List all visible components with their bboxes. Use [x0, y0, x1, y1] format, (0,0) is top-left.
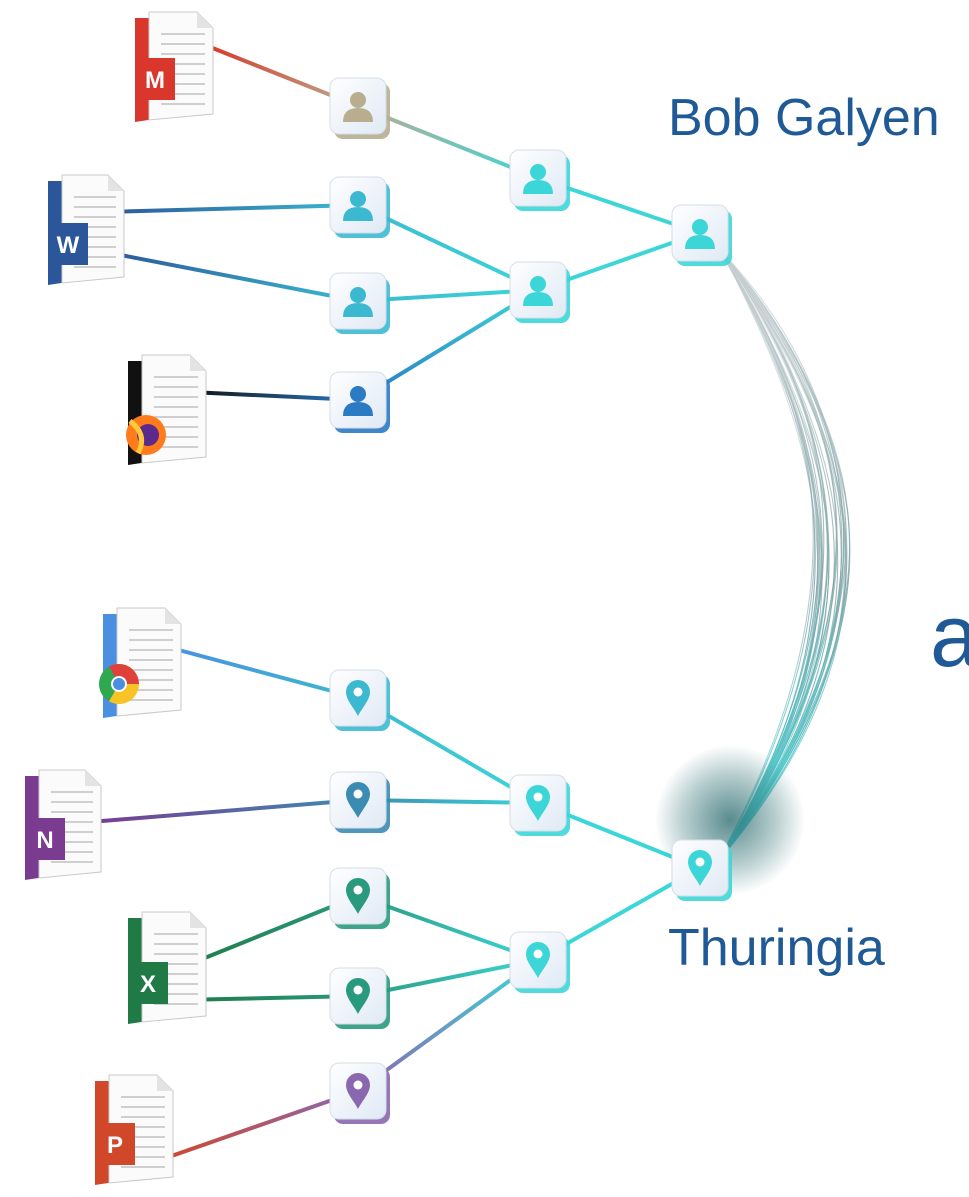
place-node [329, 669, 390, 731]
source-documents: M W N X P [25, 11, 214, 1185]
connection-line [178, 994, 360, 1002]
place-node [509, 931, 570, 993]
ribbon-strand [719, 248, 823, 858]
ribbon-strand [719, 248, 828, 858]
word-letter: W [57, 232, 80, 259]
excel-letter: X [140, 971, 156, 998]
connection-line [158, 1089, 360, 1162]
connection-line [103, 203, 360, 214]
gmail-letter: M [145, 67, 165, 94]
connection-line [103, 250, 360, 303]
place-node [329, 867, 390, 929]
person-icon [343, 386, 373, 416]
person-icon [343, 191, 373, 221]
place-node [329, 1062, 390, 1124]
connection-line [158, 643, 360, 700]
word-badge [48, 223, 88, 265]
ribbon-strand [718, 247, 835, 859]
powerpoint-icon: P [95, 1074, 174, 1185]
chrome-logo-icon [99, 664, 139, 704]
connection-ribbon [714, 244, 851, 861]
person-icon [523, 164, 553, 194]
person-node [329, 272, 390, 334]
person-node [329, 176, 390, 238]
person-node [509, 261, 570, 323]
onenote-icon: N [25, 769, 102, 880]
location-pin-icon [688, 850, 712, 886]
location-pin-icon [346, 878, 370, 914]
firefox-icon [126, 354, 207, 465]
ribbon-strand [720, 248, 830, 858]
entity-nodes [329, 77, 732, 1124]
person-icon [523, 276, 553, 306]
gmail-icon: M [135, 11, 214, 122]
powerpoint-badge [95, 1123, 135, 1165]
place-node [671, 839, 732, 901]
excel-badge [128, 962, 168, 1004]
person-entity-label: Bob Galyen [668, 89, 940, 147]
person-icon [343, 92, 373, 122]
place-node [329, 967, 390, 1029]
place-node [509, 774, 570, 836]
location-pin-icon [346, 1073, 370, 1109]
partial-text-right-edge: a [930, 586, 969, 685]
location-pin-icon [346, 782, 370, 818]
connection-line [356, 958, 540, 1093]
powerpoint-letter: P [107, 1132, 123, 1159]
ribbon-strand [720, 248, 847, 858]
connection-line [88, 798, 360, 824]
location-pin-icon [346, 680, 370, 716]
gmail-badge [135, 58, 175, 100]
ribbon-strand [720, 248, 847, 858]
person-icon [685, 219, 715, 249]
place-entity-label: Thuringia [668, 919, 885, 977]
location-pin-icon [526, 942, 550, 978]
person-node [329, 77, 390, 139]
onenote-badge [25, 818, 65, 860]
onenote-letter: N [36, 827, 53, 854]
location-pin-icon [346, 978, 370, 1014]
excel-icon: X [128, 911, 207, 1024]
person-node [329, 371, 390, 433]
person-icon [343, 287, 373, 317]
ribbon-strand [719, 247, 839, 858]
person-node [509, 149, 570, 211]
location-pin-icon [526, 785, 550, 821]
connection-line [178, 894, 360, 970]
person-node [671, 204, 732, 266]
place-node [329, 771, 390, 833]
firefox-logo-icon [126, 415, 166, 455]
word-icon: W [48, 174, 125, 285]
chrome-icon [99, 607, 182, 718]
